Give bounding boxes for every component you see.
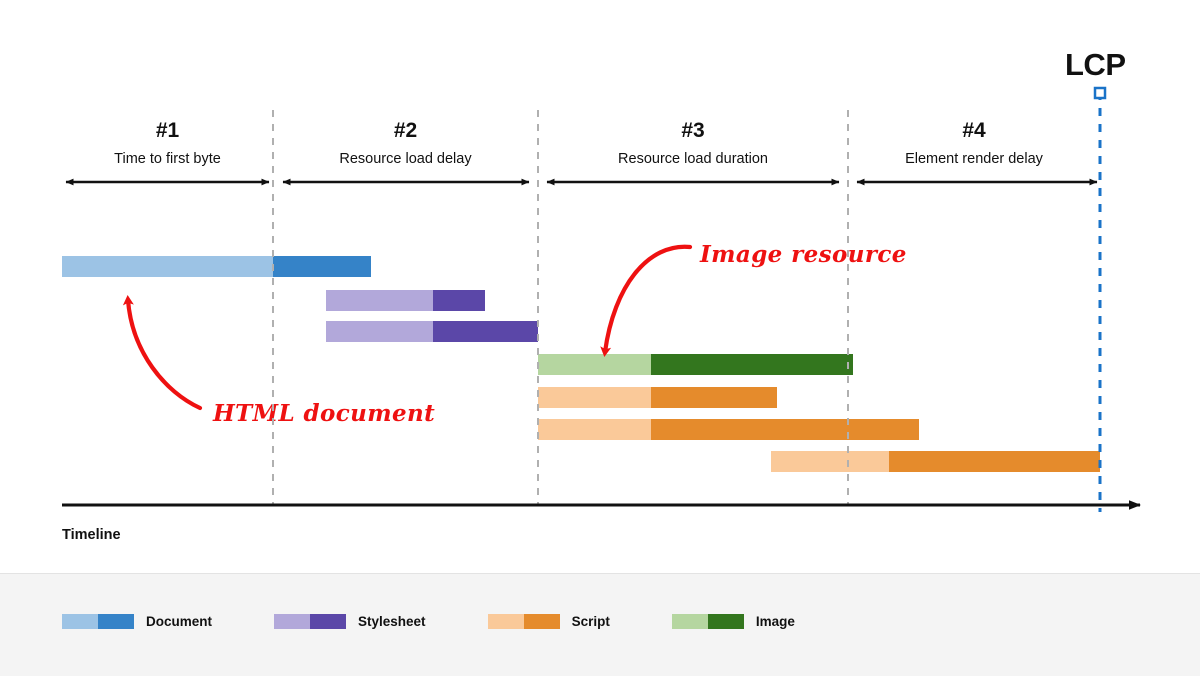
stylesheet-bar-1-light-segment	[326, 290, 433, 311]
annotation-image-resource: Image resource	[700, 241, 907, 268]
script-bar-2-light-segment	[538, 419, 651, 440]
phase-4-number: #4	[962, 119, 986, 142]
phase-4-header: #4 Element render delay	[848, 120, 1100, 167]
legend-swatch-stylesheet	[274, 614, 347, 629]
stylesheet-bar-2	[326, 321, 538, 342]
image-bar-light-segment	[538, 354, 651, 375]
phase-2-header: #2 Resource load delay	[273, 120, 538, 167]
image-bar-dark-segment	[651, 354, 853, 375]
legend-item-document: Document	[62, 614, 212, 629]
legend-label-document: Document	[146, 614, 213, 629]
legend-swatch-image-light	[671, 614, 708, 629]
phase-2-name: Resource load delay	[339, 151, 472, 167]
annotation-html-document: HTML document	[213, 400, 436, 427]
legend-label-script: Script	[571, 614, 610, 629]
legend-swatch-script-light	[487, 614, 524, 629]
phase-3-header: #3 Resource load duration	[538, 120, 848, 167]
phase-2-number: #2	[393, 119, 418, 142]
script-bar-1-dark-segment	[651, 387, 777, 408]
legend-swatch-stylesheet-light	[274, 614, 311, 629]
stylesheet-bar-2-dark-segment	[433, 321, 538, 342]
phase-3-number: #3	[681, 119, 705, 142]
timeline-caption: Timeline	[62, 527, 121, 543]
phase-1-name: Time to first byte	[114, 151, 221, 167]
legend-swatch-image	[671, 614, 744, 629]
legend-swatch-image-dark	[707, 614, 744, 629]
legend-swatch-script-dark	[523, 614, 560, 629]
script-bar-2-dark-segment	[651, 419, 919, 440]
lcp-label: LCP	[1065, 47, 1126, 82]
legend-swatch-document-light	[62, 614, 98, 629]
phase-4-name: Element render delay	[905, 151, 1043, 167]
legend-item-script: Script	[487, 614, 610, 629]
document-bar-light-segment	[62, 256, 273, 277]
phase-1-header: #1 Time to first byte	[62, 120, 273, 167]
document-bar	[62, 256, 371, 277]
phase-3-name: Resource load duration	[618, 151, 768, 167]
script-bar-1	[538, 387, 777, 408]
script-bar-3-dark-segment	[889, 451, 1100, 472]
document-bar-dark-segment	[273, 256, 371, 277]
legend-label-stylesheet: Stylesheet	[358, 614, 426, 629]
stylesheet-bar-2-light-segment	[326, 321, 433, 342]
legend-item-image: Image	[671, 614, 795, 629]
legend-item-stylesheet: Stylesheet	[274, 614, 426, 629]
phase-1-number: #1	[155, 119, 180, 142]
stylesheet-bar-1	[326, 290, 485, 311]
legend-swatch-document-dark	[98, 614, 134, 629]
script-bar-1-light-segment	[538, 387, 651, 408]
legend-swatch-stylesheet-dark	[310, 614, 347, 629]
chart-area: LCP #1 Time to first byte #2 Resource lo…	[62, 47, 1126, 543]
legend-swatch-script	[487, 614, 560, 629]
stylesheet-bar-1-dark-segment	[433, 290, 485, 311]
legend-swatch-document	[62, 614, 134, 629]
script-bar-3-light-segment	[771, 451, 889, 472]
legend-row: Document Stylesheet Script	[62, 614, 857, 629]
image-bar	[538, 354, 853, 375]
script-bar-3	[771, 451, 1100, 472]
legend-footer: Document Stylesheet Script	[0, 573, 1200, 676]
legend-label-image: Image	[755, 614, 795, 629]
script-bar-2	[538, 419, 919, 440]
